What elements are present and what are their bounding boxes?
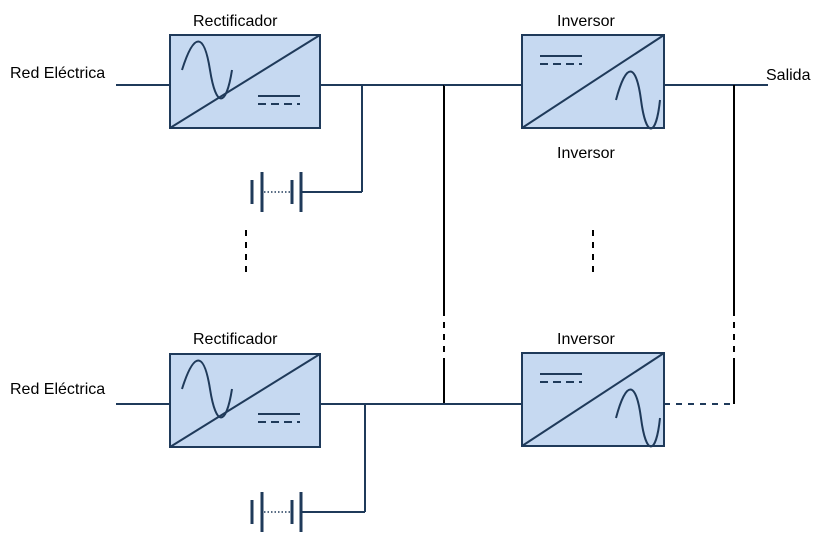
grid-input-label-bottom: Red Eléctrica: [10, 381, 105, 398]
inverter-block-top: [521, 34, 665, 130]
rectifier-block-top: [169, 34, 321, 129]
inverter-label-bottom: Inversor: [557, 331, 615, 348]
ac-sine-icon: [615, 388, 661, 448]
rectifier-block-bottom: [169, 353, 321, 448]
block-diagonal: [521, 352, 665, 447]
grid-input-label-top: Red Eléctrica: [10, 65, 105, 82]
battery-icon-top: [250, 172, 303, 212]
battery-icon-bottom: [250, 492, 303, 532]
inverter-label-top: Inversor: [557, 13, 615, 30]
ac-sine-icon: [615, 70, 661, 130]
ac-sine-icon: [181, 40, 233, 100]
ac-sine-icon: [181, 359, 233, 419]
inverter-block-bottom: [521, 352, 665, 448]
rectifier-label-bottom: Rectificador: [193, 331, 278, 348]
output-label: Salida: [766, 67, 811, 84]
block-diagonal: [521, 34, 665, 129]
block-diagonal: [169, 353, 321, 448]
block-diagonal: [169, 34, 321, 129]
rectifier-label-top: Rectificador: [193, 13, 278, 30]
inverter-label-middle: Inversor: [557, 145, 615, 162]
